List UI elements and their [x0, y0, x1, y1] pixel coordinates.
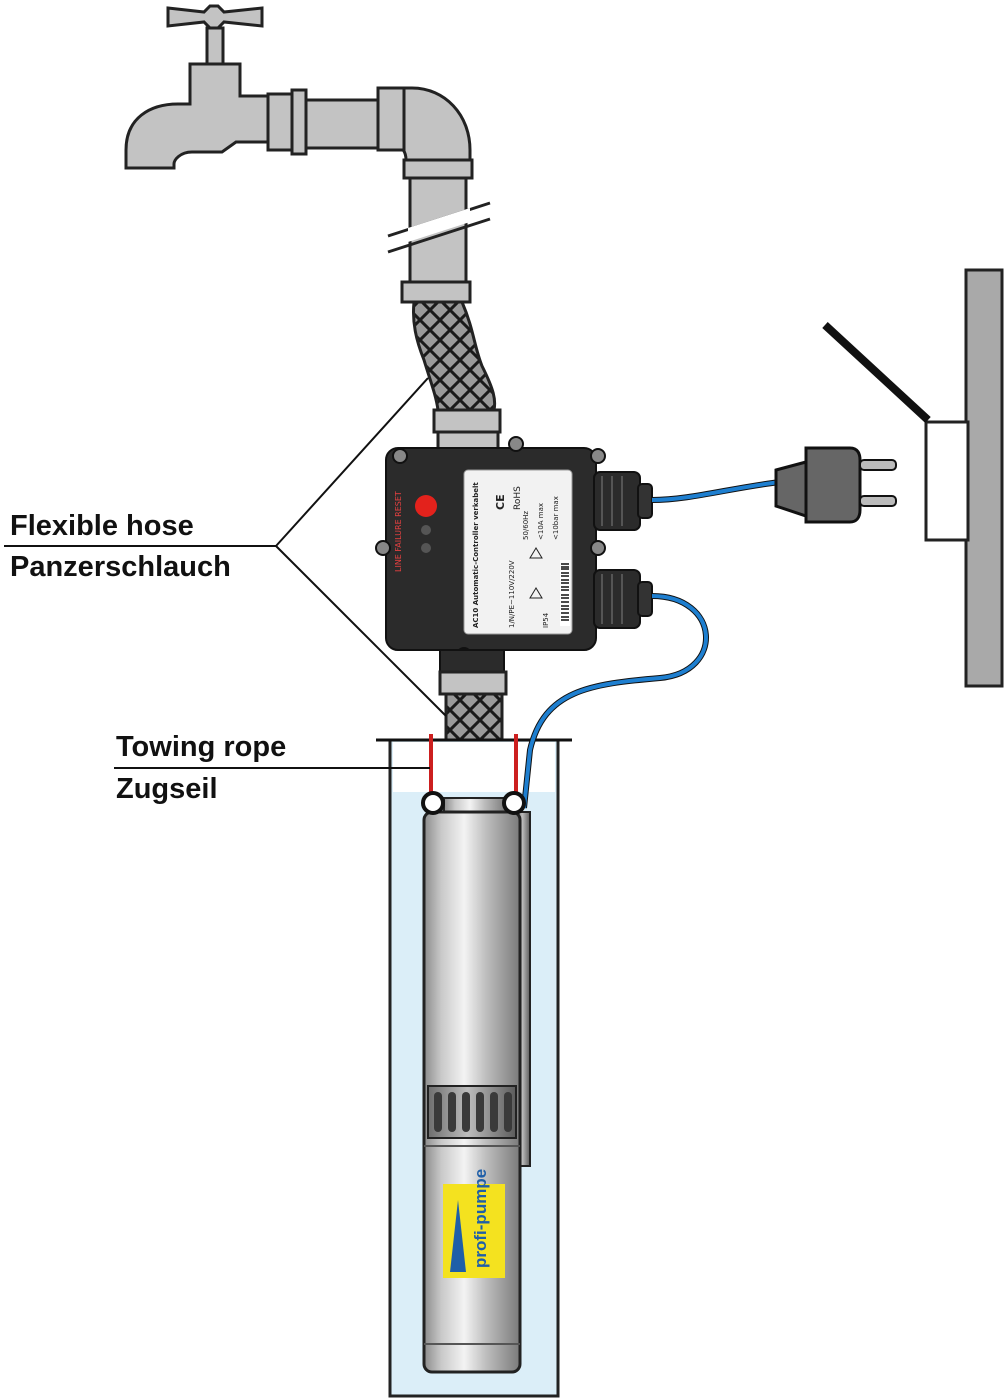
cable-gland-power: [593, 471, 653, 531]
controller-pressure: <10bar max: [552, 496, 560, 540]
plug-pin: [859, 495, 897, 507]
power-plug: [774, 446, 897, 524]
failure-light: [421, 525, 431, 535]
plug-pin: [859, 459, 897, 471]
label-panzerschlauch: Panzerschlauch: [10, 551, 231, 583]
status-lights-label: LINE FAILURE RESET: [394, 491, 403, 572]
automatic-controller: LINE FAILURE RESET AC10 Automatic-Contro…: [375, 436, 653, 673]
pump-cable: [521, 593, 709, 809]
barcode: [560, 560, 570, 626]
towing-rope: [421, 734, 526, 815]
label-flexible-hose: Flexible hose: [10, 510, 194, 542]
wall-socket: [822, 322, 970, 542]
controller-voltage: 1/N/PE~110V/220V: [508, 560, 516, 628]
profi-pumpe-logo: profi-pumpe: [443, 1169, 505, 1278]
faucet-body: [124, 62, 277, 170]
power-cable: [651, 479, 781, 503]
rohs-mark: RoHS: [513, 486, 523, 510]
reset-button: [415, 495, 437, 517]
controller-current: <10A max: [537, 503, 545, 540]
leader-lines: [4, 377, 447, 769]
cable-gland-pump: [593, 569, 653, 629]
wall: [964, 268, 1004, 688]
faucet-handle: [166, 4, 264, 30]
submersible-pump: profi-pumpe: [422, 797, 531, 1374]
rigid-pipe: [304, 86, 491, 304]
rope-eyelet: [502, 791, 526, 815]
faucet: [124, 4, 308, 170]
ce-mark: CE: [494, 494, 507, 510]
controller-label-panel: [463, 469, 573, 635]
controller-ip: IP54: [542, 612, 550, 628]
controller-model: AC10 Automatic-Controller verkabelt: [472, 482, 480, 628]
intake-grille: [427, 1085, 517, 1139]
rope-eyelet: [421, 791, 445, 815]
label-zugseil: Zugseil: [116, 773, 218, 805]
upper-flexible-hose: [412, 300, 502, 456]
label-towing-rope: Towing rope: [116, 731, 287, 763]
controller-freq: 50/60Hz: [522, 511, 530, 540]
logo-text: profi-pumpe: [471, 1169, 490, 1268]
socket-lid: [822, 322, 931, 423]
line-light: [421, 543, 431, 553]
